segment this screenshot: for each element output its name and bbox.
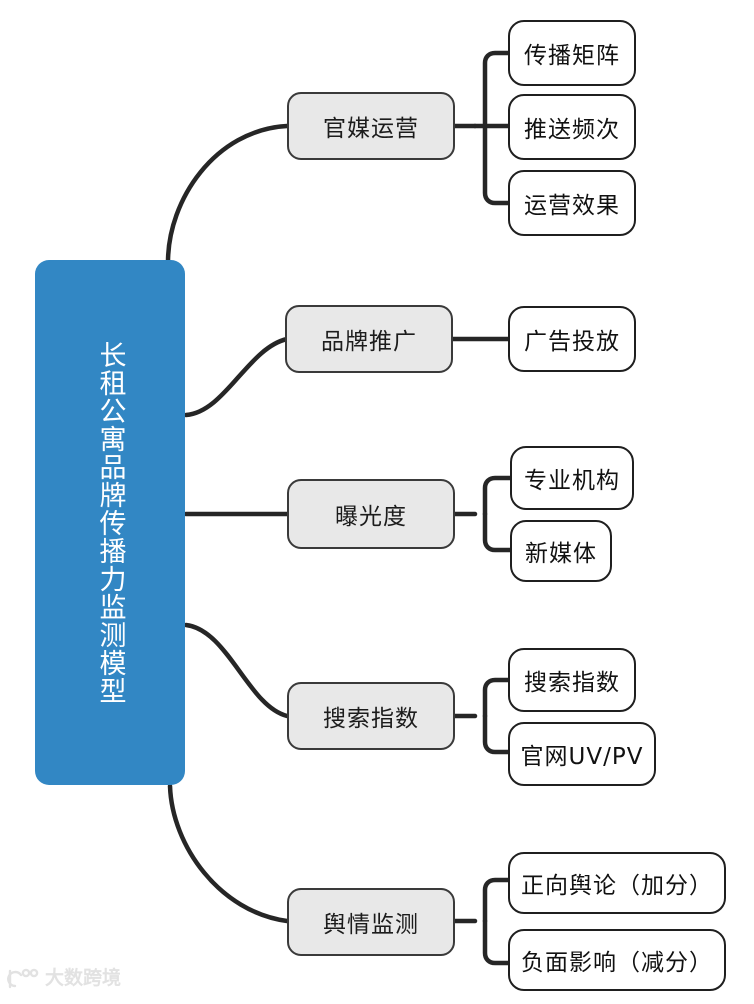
branch-node-1-label: 官媒运营 [323, 116, 419, 142]
edge-root-to-branch-1 [165, 123, 290, 265]
leaf-node-4-2[interactable]: 官网UV/PV [508, 722, 656, 786]
edge-root-to-branch-4 [183, 622, 290, 719]
branch-node-5-label: 舆情监测 [323, 912, 419, 938]
leaf-node-4-1-label: 搜索指数 [524, 670, 620, 696]
leaf-node-3-2[interactable]: 新媒体 [510, 520, 612, 582]
leaf-node-4-2-label: 官网UV/PV [520, 744, 644, 770]
branch-node-2[interactable]: 品牌推广 [285, 305, 453, 373]
leaf-node-2-1-label: 广告投放 [524, 329, 620, 355]
edge-branch1-to-child3 [482, 123, 511, 206]
edge-branch3-to-child1 [482, 475, 513, 517]
branch-node-4-label: 搜索指数 [323, 706, 419, 732]
branch-node-1[interactable]: 官媒运营 [287, 92, 455, 160]
leaf-node-1-2[interactable]: 推送频次 [508, 94, 636, 160]
leaf-node-4-1[interactable]: 搜索指数 [508, 648, 636, 712]
leaf-node-5-2-label: 负面影响（减分） [521, 950, 713, 976]
leaf-node-1-3[interactable]: 运营效果 [508, 170, 636, 236]
edge-branch1-to-child1 [482, 50, 511, 129]
root-node[interactable]: 长租公寓品牌传播力监测模型 [35, 260, 185, 785]
edge-root-to-branch-2 [183, 336, 290, 418]
watermark: 大数跨境 [6, 966, 121, 990]
leaf-node-1-3-label: 运营效果 [524, 193, 620, 219]
root-node-label: 长租公寓品牌传播力监测模型 [94, 340, 126, 705]
watermark-text: 大数跨境 [45, 966, 122, 989]
leaf-node-3-1[interactable]: 专业机构 [510, 446, 634, 510]
edge-branch3-to-child2 [482, 511, 513, 553]
leaf-node-5-2[interactable]: 负面影响（减分） [508, 929, 726, 991]
brand-logo-icon [7, 968, 39, 989]
branch-node-4[interactable]: 搜索指数 [287, 682, 455, 750]
branch-node-3-label: 曝光度 [335, 504, 407, 530]
leaf-node-1-2-label: 推送频次 [524, 117, 620, 143]
edge-branch4-to-child1 [482, 677, 511, 719]
leaf-node-1-1-label: 传播矩阵 [524, 43, 620, 69]
branch-node-5[interactable]: 舆情监测 [287, 888, 455, 956]
leaf-node-2-1[interactable]: 广告投放 [508, 306, 636, 372]
branch-node-3[interactable]: 曝光度 [287, 479, 455, 549]
leaf-node-5-1[interactable]: 正向舆论（加分） [508, 852, 726, 914]
leaf-node-3-1-label: 专业机构 [524, 468, 620, 494]
leaf-node-1-1[interactable]: 传播矩阵 [508, 20, 636, 86]
edge-branch5-to-child2 [482, 918, 511, 966]
edge-root-to-branch-5 [167, 783, 290, 924]
leaf-node-3-2-label: 新媒体 [525, 541, 597, 567]
branch-node-2-label: 品牌推广 [321, 329, 417, 355]
edge-branch4-to-child2 [482, 713, 511, 755]
edge-branch5-to-child1 [482, 877, 511, 924]
leaf-node-5-1-label: 正向舆论（加分） [521, 873, 713, 899]
